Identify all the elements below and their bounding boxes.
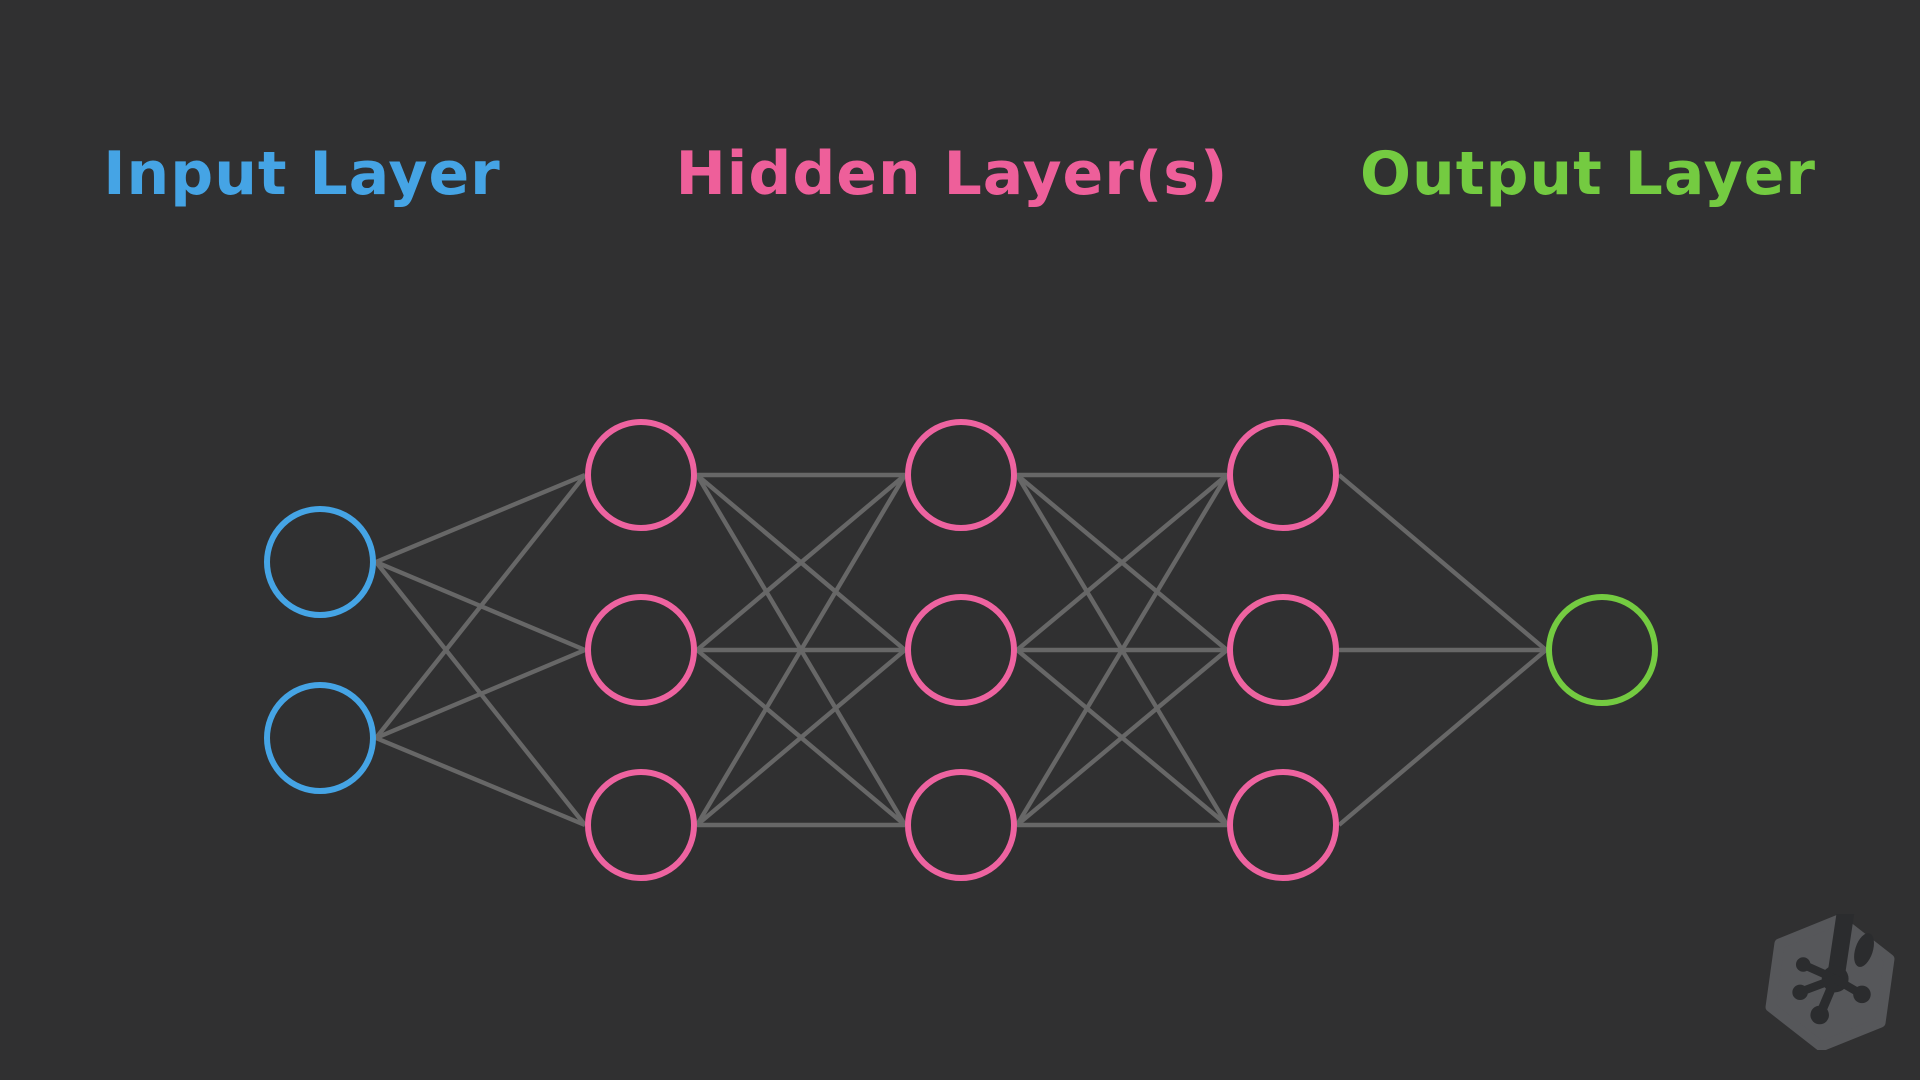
- hidden-3-node-2: [1227, 594, 1339, 706]
- edge-hidden-2-3-to-hidden-3-1: [1015, 473, 1229, 827]
- edge-hidden-1-3-to-hidden-2-1: [695, 473, 907, 827]
- edge-hidden-1-3-to-hidden-2-2: [695, 648, 907, 827]
- edge-input-1-to-hidden-1-1: [375, 472, 586, 565]
- input-node-1: [264, 506, 376, 618]
- hidden-1-node-3: [585, 769, 697, 881]
- frog-foot-icon: [1792, 914, 1874, 1025]
- output-layer-label: Output Layer: [1360, 139, 1816, 209]
- output-node-1: [1546, 594, 1658, 706]
- hidden-1-node-2: [585, 594, 697, 706]
- hidden-3-node-3: [1227, 769, 1339, 881]
- edge-input-2-to-hidden-1-2: [375, 647, 586, 741]
- edge-hidden-3-3-to-output-1: [1337, 648, 1548, 827]
- edge-input-2-to-hidden-1-1: [374, 473, 587, 740]
- edge-hidden-3-1-to-output-1: [1337, 473, 1548, 652]
- edge-input-2-to-hidden-1-3: [375, 735, 586, 828]
- hidden-2-node-1: [905, 419, 1017, 531]
- edge-hidden-2-3-to-hidden-3-2: [1015, 648, 1229, 827]
- edge-hidden-1-2-to-hidden-2-1: [695, 473, 907, 652]
- input-layer-label: Input Layer: [103, 139, 501, 209]
- input-node-2: [264, 682, 376, 794]
- frog-foot-badge-logo: [1765, 914, 1895, 1050]
- hidden-1-node-1: [585, 419, 697, 531]
- edge-hidden-2-2-to-hidden-3-1: [1015, 473, 1229, 652]
- hidden-2-node-2: [905, 594, 1017, 706]
- hidden-3-node-1: [1227, 419, 1339, 531]
- hidden-layer-label: Hidden Layer(s): [675, 139, 1229, 209]
- hidden-2-node-3: [905, 769, 1017, 881]
